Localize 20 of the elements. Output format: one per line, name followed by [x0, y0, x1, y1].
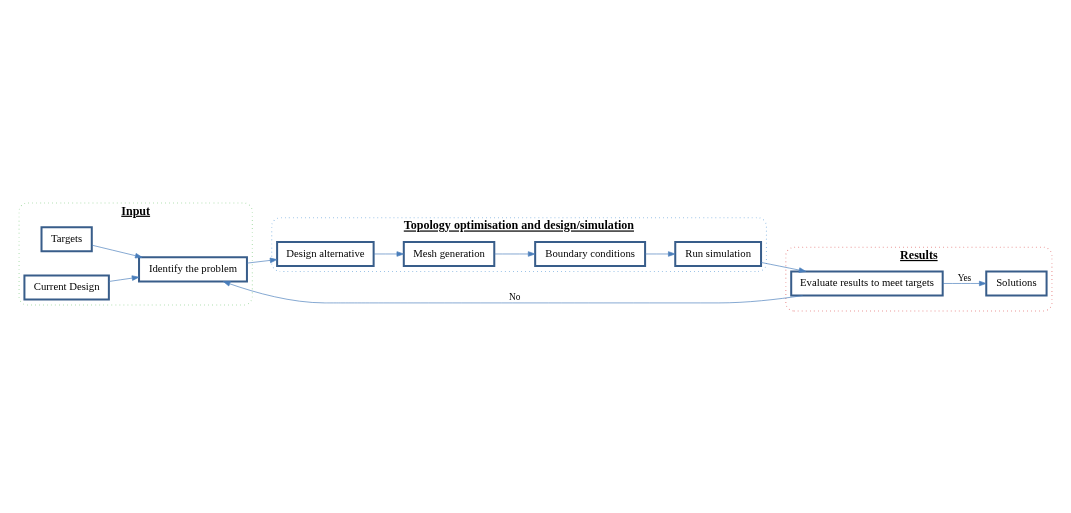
arrow	[91, 244, 143, 258]
node-box: Solutions	[985, 269, 1048, 297]
node-box: Boundary conditions	[534, 240, 647, 267]
arrow	[644, 250, 676, 257]
node-box: Identify the problem	[138, 255, 248, 282]
arrow	[108, 274, 140, 282]
edge-label: No	[508, 291, 521, 302]
arrow	[942, 280, 987, 286]
node-box: Design alternative	[276, 240, 375, 267]
arrow	[373, 250, 404, 257]
arrow	[493, 250, 536, 257]
edge-label: Yes	[957, 272, 972, 283]
arrow	[222, 280, 803, 303]
arrow	[760, 261, 807, 273]
node-box: Mesh generation	[402, 240, 496, 267]
node-box: Current Design	[23, 273, 110, 301]
node-box: Evaluate results to meet targets	[790, 269, 944, 297]
node-box: Run simulation	[674, 240, 763, 267]
arrow	[246, 257, 278, 263]
node-box: Targets	[40, 225, 93, 252]
